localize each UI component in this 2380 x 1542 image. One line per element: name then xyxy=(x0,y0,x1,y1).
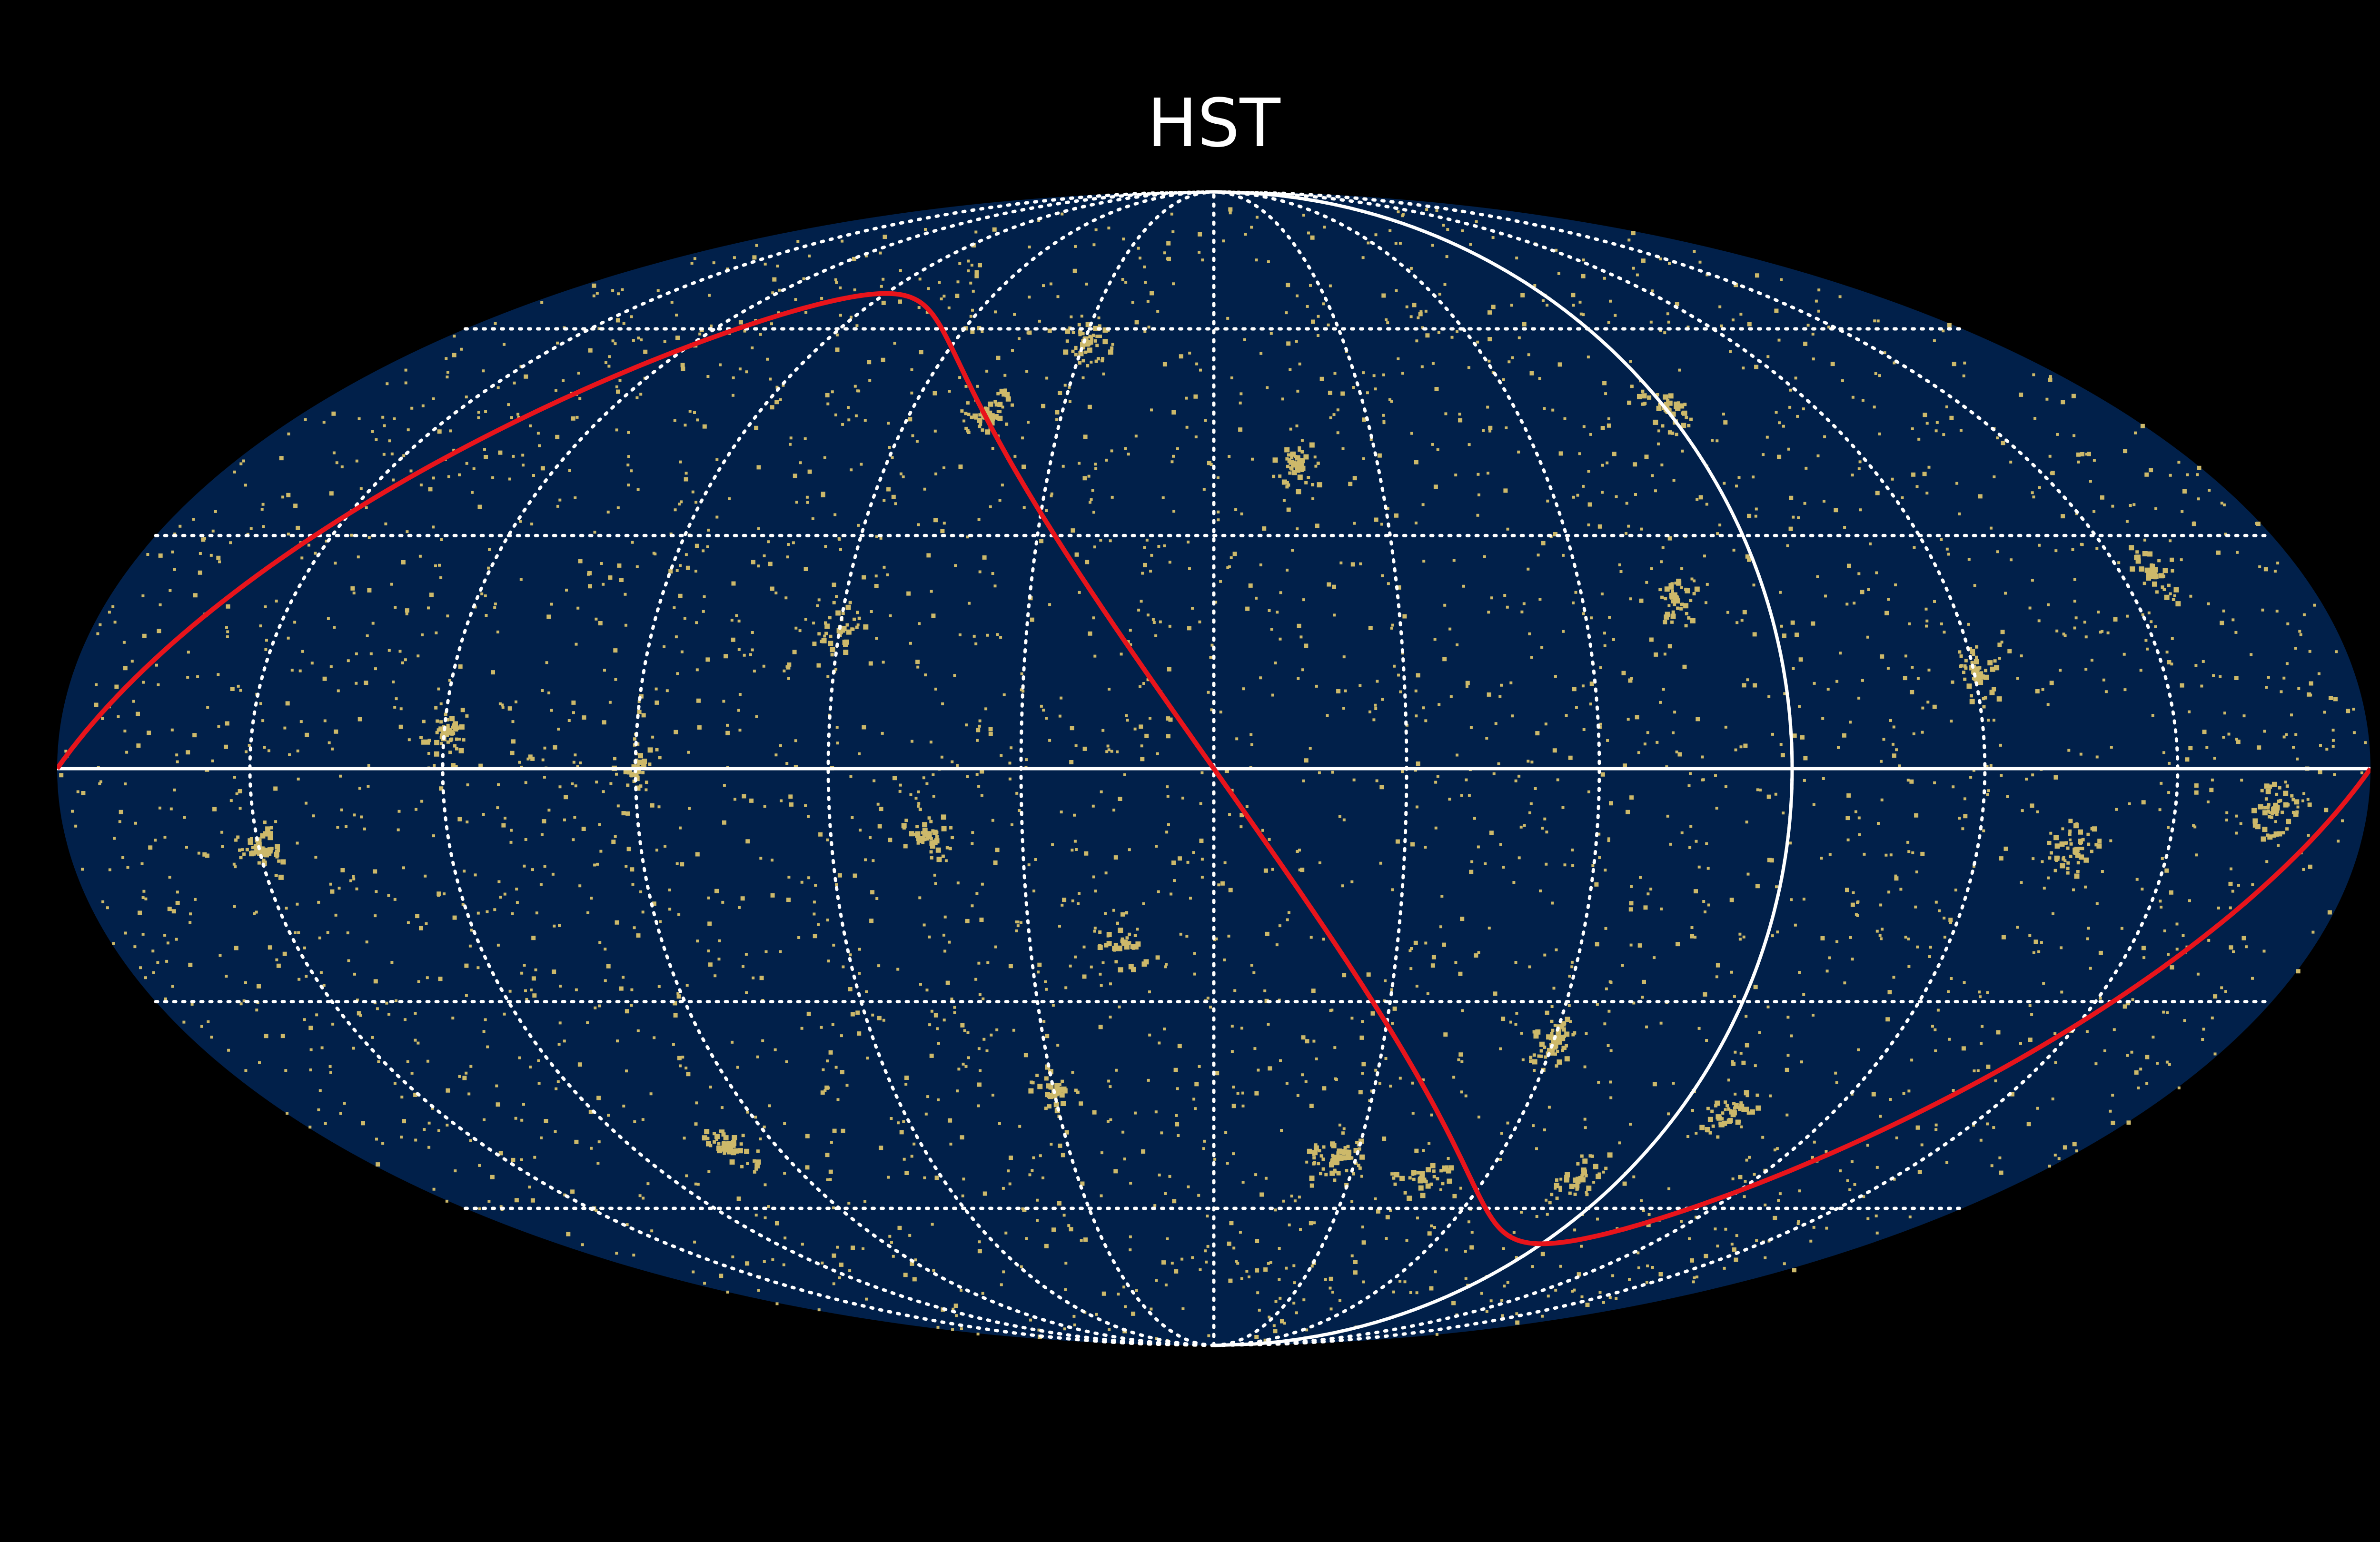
meridian-90-line xyxy=(1213,190,1794,1347)
map-title: HST xyxy=(1147,85,1280,162)
ecliptic-line xyxy=(57,291,2370,1246)
meridian-line xyxy=(441,190,1216,1347)
reference-lines xyxy=(57,190,2370,1347)
